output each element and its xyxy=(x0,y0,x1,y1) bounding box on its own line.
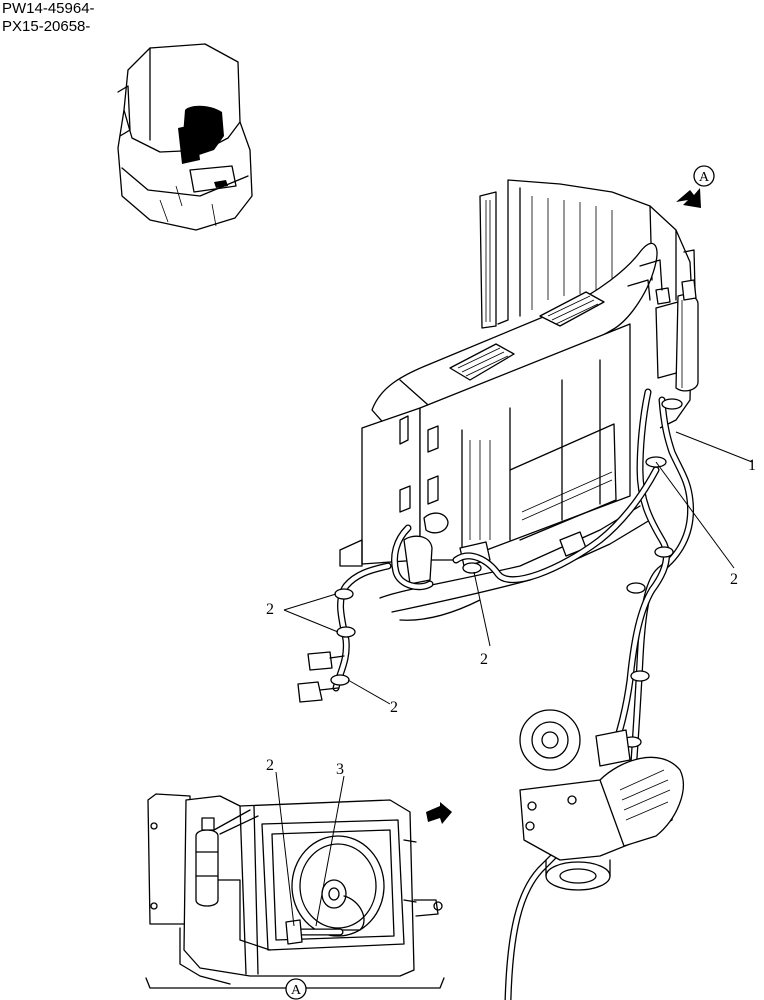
clamp xyxy=(334,588,354,600)
air-vent-front xyxy=(449,343,515,381)
clamp xyxy=(654,546,674,558)
harness-connector-lower xyxy=(297,681,323,703)
wiring-harness xyxy=(297,562,392,703)
clamp xyxy=(336,626,356,638)
view-a-circle-bottom xyxy=(285,978,307,1000)
view-a-detail: A xyxy=(145,793,452,1000)
receiver-drier xyxy=(675,294,699,392)
callout-2-lower: 2 xyxy=(390,699,398,716)
compressor xyxy=(519,709,684,891)
serial-range-1: PW14-45964- xyxy=(2,0,95,17)
serial-range-2: PX15-20658- xyxy=(2,18,91,35)
fan-shroud xyxy=(291,835,385,937)
callout-1: 1 xyxy=(748,457,756,474)
callout-2-right: 2 xyxy=(730,571,738,588)
callout-3-detail: 3 xyxy=(336,761,344,778)
callout-2-center: 2 xyxy=(480,651,488,668)
arrow-icon xyxy=(426,802,452,824)
view-a-circle xyxy=(693,165,715,187)
fan-hub xyxy=(321,879,347,909)
clamp xyxy=(661,398,683,410)
callout-2-detail: 2 xyxy=(266,757,274,774)
clamp xyxy=(330,674,350,686)
air-vent-rear xyxy=(539,291,605,327)
hose-fitting xyxy=(423,512,449,534)
clamp-detail xyxy=(285,919,303,945)
clamp xyxy=(630,670,650,682)
callouts: 1 2 2 2 2 2 3 xyxy=(266,431,756,927)
machine-overview-thumbnail xyxy=(117,43,253,231)
harness-connector-upper xyxy=(307,651,333,671)
view-a-label-top: A xyxy=(699,170,710,185)
view-a-indicator: A xyxy=(676,165,715,208)
heater-unit xyxy=(339,242,658,621)
receiver-drier-assembly xyxy=(627,259,699,392)
clamp xyxy=(626,582,646,594)
receiver-drier-detail xyxy=(195,829,219,907)
callout-2-left: 2 xyxy=(266,601,274,618)
view-a-label-bottom: A xyxy=(291,983,302,998)
clamp xyxy=(462,562,482,574)
